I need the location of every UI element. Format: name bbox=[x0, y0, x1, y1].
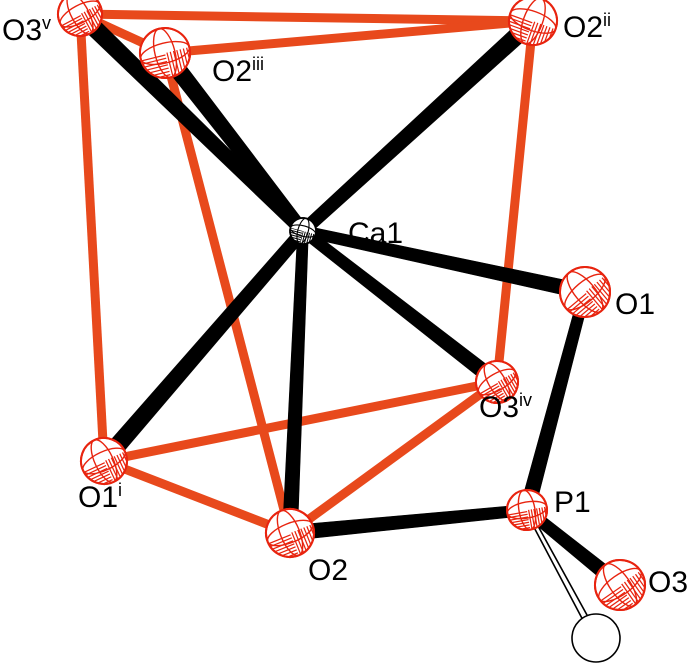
atom-label-P1: P1 bbox=[554, 486, 591, 519]
bond-Ca1-O2 bbox=[282, 230, 309, 534]
atom-label-O3iv: O3iv bbox=[479, 390, 532, 424]
atom-O2ii[interactable] bbox=[500, 0, 567, 54]
atom-label-O2iii: O2iii bbox=[212, 54, 264, 88]
polyhedron-edge-O2ii-O3iv bbox=[492, 20, 538, 383]
polyhedron-edge-O3v-O2ii bbox=[79, 9, 534, 26]
atom-O2iii[interactable] bbox=[132, 20, 197, 85]
bond-Ca1-O2ii bbox=[298, 14, 540, 237]
atom-O3v[interactable] bbox=[48, 0, 113, 46]
polyhedron-edge-O3v-O1i bbox=[75, 13, 109, 462]
atom-P1[interactable] bbox=[502, 485, 553, 536]
atom-layer bbox=[48, 0, 657, 663]
atom-O2[interactable] bbox=[256, 499, 324, 567]
atom-O1[interactable] bbox=[547, 254, 623, 330]
atom-label-O2: O2 bbox=[308, 554, 348, 587]
atom-O1i[interactable] bbox=[71, 428, 137, 494]
polyhedron-edge-O2-O3iv bbox=[287, 378, 500, 537]
polyhedron-edge-O1i-O2 bbox=[102, 456, 292, 538]
atom-O3[interactable] bbox=[582, 547, 657, 622]
atom-label-O1: O1 bbox=[615, 288, 655, 321]
polyhedron-edge-O2iii-O2ii bbox=[164, 16, 534, 58]
atom-Hwater[interactable] bbox=[571, 613, 621, 663]
atom-label-O2ii: O2ii bbox=[563, 10, 611, 44]
polyhedron-edge-O2iii-O2 bbox=[160, 51, 295, 535]
atom-label-Ca1: Ca1 bbox=[348, 217, 403, 250]
atom-label-O1i: O1i bbox=[78, 480, 122, 514]
atom-label-O3v: O3v bbox=[2, 13, 51, 47]
atom-label-O3: O3 bbox=[648, 566, 688, 599]
